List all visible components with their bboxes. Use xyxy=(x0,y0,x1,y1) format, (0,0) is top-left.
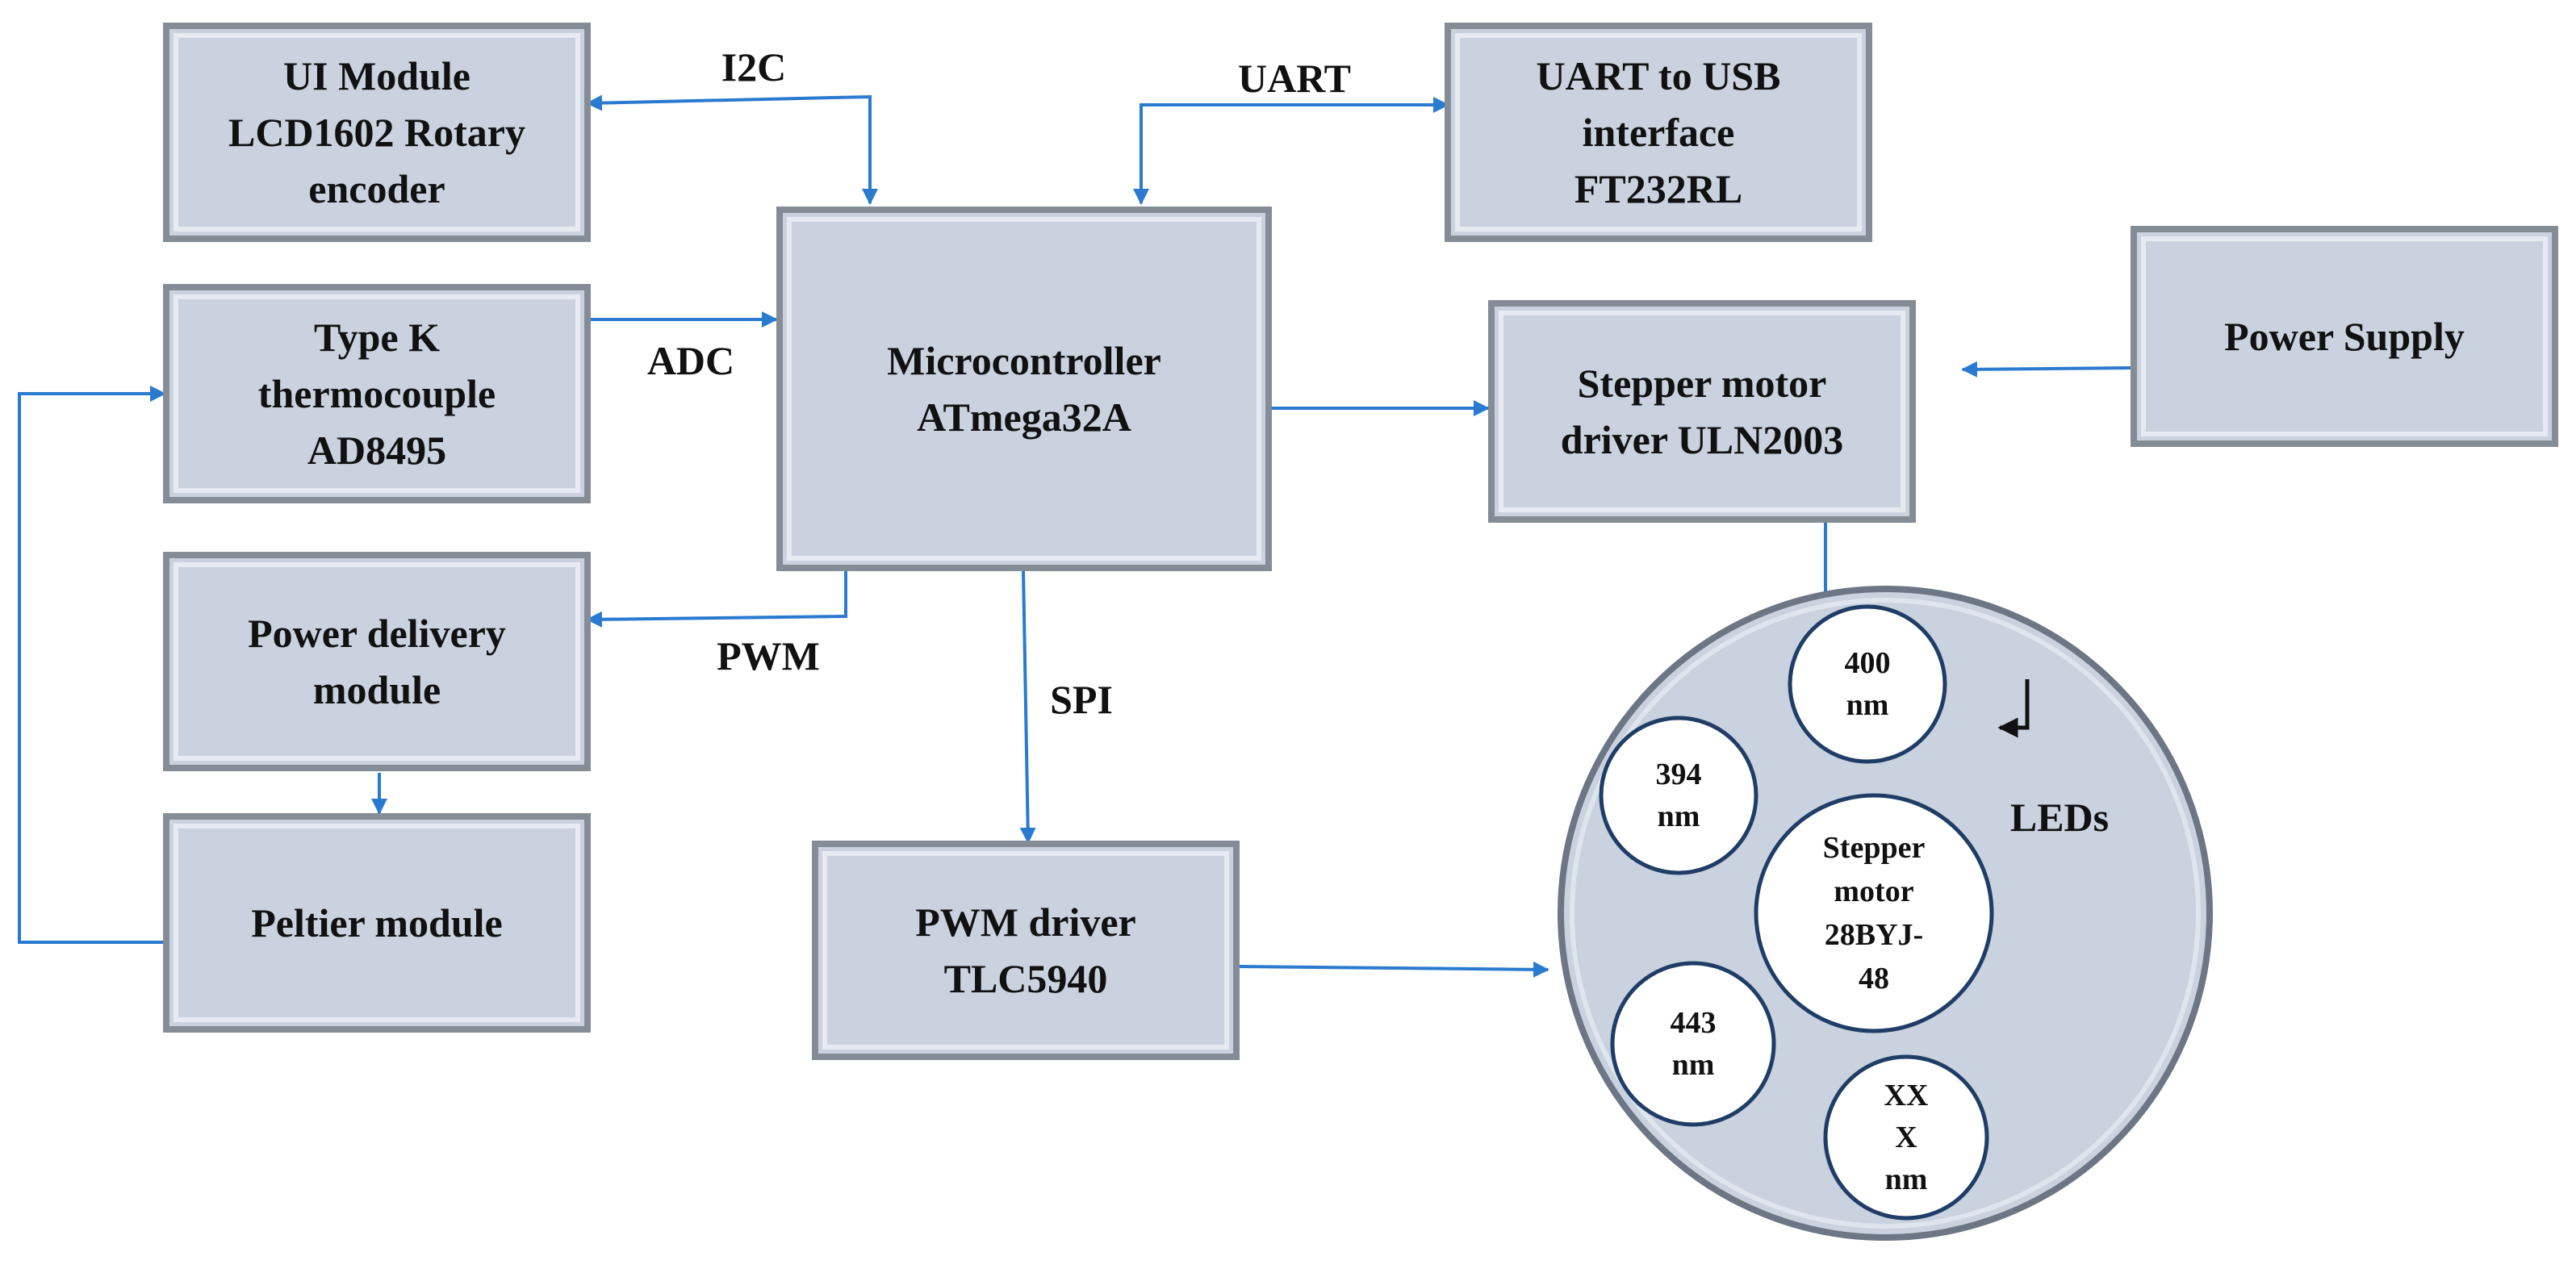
spi-label: SPI xyxy=(1050,677,1113,722)
pwm-wire xyxy=(586,570,847,628)
ui-module-box-line-2: LCD1602 Rotary xyxy=(228,110,525,155)
pwm-driver-box-line-2: TLC5940 xyxy=(944,956,1108,1001)
i2c-wire xyxy=(586,94,878,205)
pwm-driver-box-frame xyxy=(812,841,1240,1060)
stepper-motor-line-2: motor xyxy=(1834,874,1913,908)
led-400nm-line-2: nm xyxy=(1846,688,1889,722)
thermocouple-box-line-1: Type K xyxy=(314,315,440,360)
connection-labels: I2C UART ADC PWM SPI xyxy=(647,44,1351,722)
thermocouple-box-frame xyxy=(163,284,591,503)
microcontroller-box-frame xyxy=(776,207,1272,571)
led-394nm-line-2: nm xyxy=(1658,799,1700,833)
power-supply-box-bevel xyxy=(2141,236,2548,436)
led-443nm-line-2: nm xyxy=(1672,1048,1715,1082)
microcontroller-box-line-1: Microcontroller xyxy=(887,338,1161,383)
led-400nm-circle xyxy=(1788,604,1947,764)
ui-module-box-bevel xyxy=(174,33,580,232)
stepper-motor-line-3: 28BYJ- xyxy=(1825,918,1923,952)
stepper-motor-line-4: 48 xyxy=(1859,962,1889,995)
uart-usb-interface-box-bevel xyxy=(1455,33,1862,232)
uart-label: UART xyxy=(1238,56,1351,101)
power-supply-box: Power Supply xyxy=(2131,226,2558,447)
stepper-motor-driver-box-line-1: Stepper motor xyxy=(1578,361,1827,406)
led-400nm: 400 nm xyxy=(1788,604,1947,764)
power-supply-box-frame xyxy=(2131,226,2558,447)
power-delivery-box: Power delivery module xyxy=(163,552,591,771)
led-xxx-nm-circle xyxy=(1823,1054,1989,1221)
led-xxx-nm-line-3: nm xyxy=(1885,1162,1928,1196)
led-443nm-circle xyxy=(1610,961,1776,1127)
spi-wire xyxy=(1019,569,1036,844)
led-394nm: 394 nm xyxy=(1599,716,1758,875)
ui-module-box-line-1: UI Module xyxy=(283,53,470,98)
uart-usb-interface-box-line-3: FT232RL xyxy=(1574,166,1742,211)
led-wheel: LEDs 400nm394nm443nmXXXnmSteppermotor28B… xyxy=(1558,586,2213,1241)
uart-usb-interface-box-line-1: UART to USB xyxy=(1537,53,1781,98)
led-394nm-circle xyxy=(1599,716,1758,875)
thermocouple-box-line-3: AD8495 xyxy=(307,428,446,473)
power-delivery-box-bevel xyxy=(174,562,580,761)
led-400nm-line-1: 400 xyxy=(1845,646,1891,680)
stepper-motor-driver-box: Stepper motor driver ULN2003 xyxy=(1488,300,1916,523)
led-wheel-disc-inner-edge xyxy=(1570,598,2201,1229)
ui-module-box-line-3: encoder xyxy=(308,166,445,211)
connections xyxy=(18,94,2133,978)
thermocouple-box-bevel xyxy=(174,294,580,493)
pwm-label: PWM xyxy=(717,633,820,678)
stepper-motor-driver-box-line-2: driver ULN2003 xyxy=(1561,417,1843,462)
power-delivery-box-line-1: Power delivery xyxy=(248,611,506,656)
thermocouple-box-line-2: thermocouple xyxy=(258,371,496,416)
uart-usb-interface-box-frame xyxy=(1445,23,1872,242)
microcontroller-box-bevel xyxy=(787,217,1261,561)
uart-usb-interface-box-line-2: interface xyxy=(1583,110,1735,155)
stepper-motor-circle xyxy=(1754,793,1994,1033)
i2c-label: I2C xyxy=(721,44,787,90)
leds-label: LEDs xyxy=(2010,795,2109,840)
led-394nm-line-1: 394 xyxy=(1656,758,1702,791)
led-443nm-line-1: 443 xyxy=(1671,1006,1717,1040)
stepper-motor-driver-box-bevel xyxy=(1499,311,1905,512)
power-delivery-box-line-2: module xyxy=(313,667,441,712)
pwm-driver-to-leds-wire xyxy=(1237,961,1549,978)
pwm-driver-box-line-1: PWM driver xyxy=(915,899,1136,945)
stepper-motor: Stepper motor 28BYJ- 48 xyxy=(1754,793,1994,1033)
led-xxx-nm-line-2: X xyxy=(1895,1121,1917,1154)
peltier-module-box-line-1: Peltier module xyxy=(251,900,503,945)
stepper-motor-line-1: Stepper xyxy=(1823,831,1926,865)
peltier-module-box-bevel xyxy=(174,824,580,1022)
power-delivery-box-frame xyxy=(163,552,591,771)
led-xxx-nm-line-1: XX xyxy=(1884,1079,1929,1112)
power-supply-wire xyxy=(1961,361,2133,378)
rotation-arrow-icon xyxy=(1997,679,2030,738)
peltier-module-box-frame xyxy=(163,813,591,1033)
peltier-module-box: Peltier module xyxy=(163,813,591,1033)
adc-label: ADC xyxy=(647,338,734,383)
ui-module-box-frame xyxy=(163,23,591,242)
uart-wire xyxy=(1133,97,1449,205)
pwm-driver-box-bevel xyxy=(822,851,1229,1050)
led-443nm: 443 nm xyxy=(1610,961,1776,1127)
stepper-motor-driver-box-frame xyxy=(1488,300,1916,523)
peltier-feedback-wire xyxy=(18,386,166,944)
microcontroller-box-line-2: ATmega32A xyxy=(917,394,1131,440)
power-supply-box-line-1: Power Supply xyxy=(2224,314,2465,359)
